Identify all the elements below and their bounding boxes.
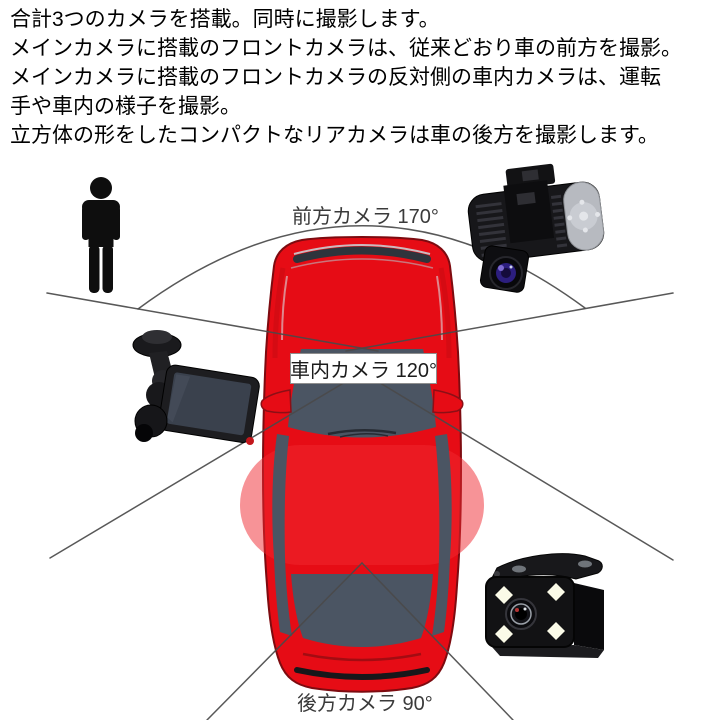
center-mount-plate bbox=[503, 180, 555, 244]
rear-camera-image bbox=[485, 553, 604, 658]
car-top-view bbox=[240, 236, 484, 693]
rear-camera-bottom-edge bbox=[492, 645, 604, 658]
front-chrome-trim-lower bbox=[290, 258, 434, 269]
interior-lens-pupil bbox=[501, 268, 511, 278]
description-line: 合計3つのカメラを搭載。同時に撮影します。 bbox=[10, 8, 440, 31]
hood-crease-left bbox=[272, 267, 286, 359]
person-icon bbox=[82, 177, 120, 293]
person-torso bbox=[88, 204, 114, 247]
dashcam-lens bbox=[135, 424, 153, 442]
rear-camera-bracket bbox=[491, 553, 603, 583]
control-pad-dot bbox=[579, 199, 585, 205]
rear-camera-angle-label: 後方カメラ 90° bbox=[297, 693, 433, 715]
side-window-left bbox=[272, 434, 292, 636]
hood-crease-right bbox=[438, 267, 452, 359]
led-light bbox=[547, 583, 565, 601]
interior-lens-glint bbox=[498, 265, 504, 271]
control-pad-dot bbox=[582, 227, 588, 233]
rear-window bbox=[291, 574, 433, 647]
fov-line-rear-left bbox=[206, 562, 363, 720]
control-pad-dot bbox=[567, 215, 573, 221]
description-line: 手や車内の様子を撮影。 bbox=[10, 95, 241, 118]
rear-camera-fov bbox=[206, 562, 514, 720]
bracket-hole bbox=[578, 560, 592, 568]
bracket-hole bbox=[512, 565, 526, 573]
interior-lens-speck bbox=[509, 265, 513, 269]
description-line: 立方体の形をしたコンパクトなリアカメラは車の後方を撮影します。 bbox=[10, 124, 659, 147]
fov-line-interior-right bbox=[361, 371, 674, 561]
rear-camera-lens-glint-red bbox=[515, 608, 519, 612]
description-line: メインカメラに搭載のフロントカメラの反対側の車内カメラは、運転 bbox=[10, 66, 661, 89]
roof-highlight bbox=[240, 445, 484, 565]
vent-grille-right bbox=[550, 194, 568, 248]
fov-line-front-left bbox=[46, 292, 379, 352]
fov-line-rear-right bbox=[361, 562, 514, 720]
side-mirror-right bbox=[432, 389, 464, 414]
windshield-wiper bbox=[327, 428, 397, 436]
control-pad-dot bbox=[595, 211, 601, 217]
person-leg-right bbox=[102, 245, 113, 293]
main-camera-unit-image bbox=[467, 163, 605, 293]
rear-bumper-stripe bbox=[294, 667, 430, 680]
rear-camera-lens-glint bbox=[523, 607, 527, 611]
person-head bbox=[90, 177, 112, 199]
fov-line-front-right bbox=[345, 292, 674, 352]
led-light bbox=[495, 586, 513, 604]
trunk-crease bbox=[302, 652, 422, 662]
rear-camera-side-face bbox=[574, 583, 604, 650]
product-description: 合計3つのカメラを搭載。同時に撮影します。 メインカメラに搭載のフロントカメラは… bbox=[10, 5, 716, 150]
led-light bbox=[547, 622, 565, 640]
record-button-dot bbox=[246, 437, 254, 445]
mount-bracket-notch bbox=[521, 169, 539, 182]
screen-glare bbox=[167, 374, 191, 423]
interior-camera-fov bbox=[49, 371, 674, 561]
dashcam-screen bbox=[166, 372, 252, 436]
interior-camera-angle-label: 車内カメラ 120° bbox=[290, 353, 437, 384]
side-mirror-left bbox=[260, 389, 292, 414]
windshield-wiper-2 bbox=[339, 433, 389, 438]
side-window-right bbox=[432, 434, 452, 636]
suction-cup-dome bbox=[142, 330, 172, 344]
bracket-screw bbox=[494, 571, 500, 577]
front-grille-band bbox=[293, 246, 431, 263]
person-arm-left bbox=[82, 206, 90, 240]
control-pad-center bbox=[579, 211, 589, 221]
front-camera-angle-label: 前方カメラ 170° bbox=[292, 206, 439, 228]
description-line: メインカメラに搭載のフロントカメラは、従来どおり車の前方を撮影。 bbox=[10, 37, 682, 60]
person-arm-right bbox=[112, 206, 120, 240]
fov-line-interior-left bbox=[49, 371, 363, 559]
suction-mount-dashcam-image bbox=[132, 330, 260, 445]
front-chrome-trim bbox=[293, 244, 431, 255]
led-light bbox=[495, 625, 513, 643]
center-plate-slot bbox=[516, 191, 536, 206]
person-leg-left bbox=[89, 245, 100, 293]
